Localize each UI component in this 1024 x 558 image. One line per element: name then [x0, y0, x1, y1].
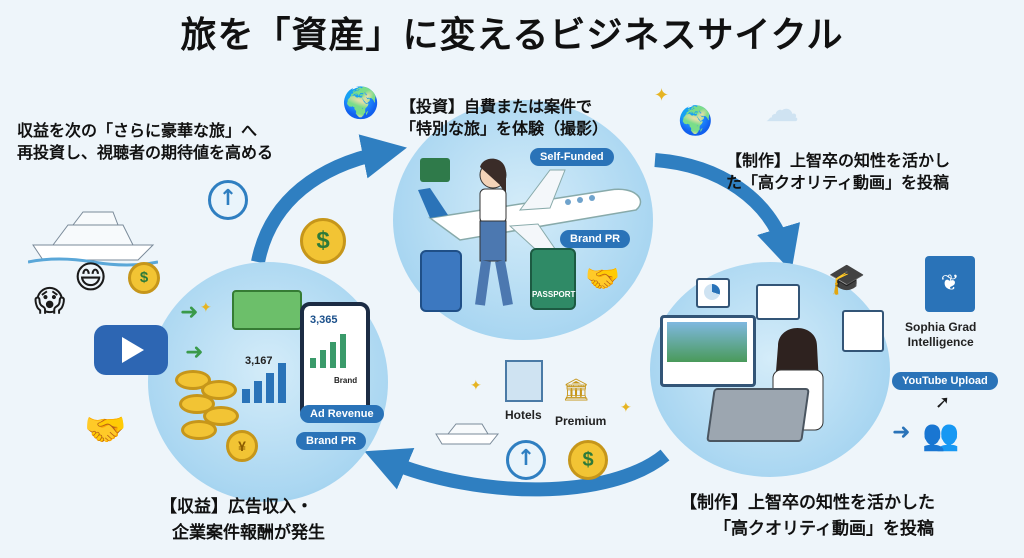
- passport-icon: [420, 158, 450, 182]
- globe-right-icon: 🌍: [678, 104, 713, 137]
- hotel-icon: [505, 360, 543, 402]
- globe-icon: 🌍: [342, 86, 380, 121]
- wow-emoji-icon: 😱: [34, 284, 66, 319]
- arrow-invest-to-produce: [654, 153, 800, 272]
- reinvest-line2: 再投資し、視聴者の期待値を高める: [17, 143, 274, 162]
- produce-bottom-line2: 「高クオリティ動画」を投稿: [714, 519, 934, 539]
- sparkle-icon: ✦: [654, 85, 670, 106]
- line-chart-icon: [756, 284, 800, 320]
- produce-caption-top: 【制作】上智卒の知性を活かし た「高クオリティ動画」を投稿: [726, 150, 950, 194]
- arrow-produce-to-revenue: [364, 448, 670, 497]
- yen-coin-icon: ¥: [226, 430, 258, 462]
- ad-revenue-badge: Ad Revenue: [300, 405, 384, 423]
- phone-icon: 3,365 Brand: [300, 302, 370, 420]
- yacht-icon: [28, 211, 158, 267]
- arrow-revenue-to-invest: [251, 134, 407, 264]
- dollar-coin-icon: $: [300, 218, 346, 264]
- coin-stack-icon: [175, 370, 239, 450]
- dollar-coin-bottom-icon: $: [568, 440, 608, 480]
- video-play-icon: [94, 325, 168, 375]
- invest-line1: 【投資】自費または案件で: [400, 97, 593, 116]
- small-coin-icon: $: [128, 262, 160, 294]
- cloud-icon: ☁: [765, 90, 799, 130]
- cash-icon: [232, 290, 302, 330]
- bar-chart-icon: [242, 363, 286, 403]
- traveler-icon: [475, 158, 513, 306]
- hotels-label: Hotels: [505, 408, 542, 422]
- sophia-label: Sophia Grad Intelligence: [905, 320, 977, 349]
- suitcase-icon: [420, 250, 462, 312]
- green-arrow-2-icon: ➜: [185, 340, 204, 365]
- revenue-line2: 企業案件報酬が発生: [172, 523, 325, 543]
- produce-top-line1: 【制作】上智卒の知性を活かし: [726, 151, 951, 170]
- audience-icon: 👥: [922, 418, 960, 453]
- phone-chart-icon: [310, 334, 346, 368]
- invest-caption: 【投資】自費または案件で 「特別な旅」を体験（撮影）: [400, 96, 608, 140]
- sparkle-bottom-2-icon: ✦: [620, 400, 632, 416]
- flowchart-icon: [842, 310, 884, 352]
- youtube-upload-badge: YouTube Upload: [892, 372, 998, 390]
- passport-label: PASSPORT: [532, 290, 576, 299]
- reinvest-line1: 収益を次の「さらに豪華な旅」へ: [17, 121, 258, 140]
- graduation-cap-icon: 🎓: [828, 262, 866, 297]
- premium-icon: 🏛: [562, 378, 590, 403]
- green-arrow-icon: ➜: [180, 300, 199, 325]
- handshake-left-icon: 🤝: [84, 410, 127, 450]
- video-editor-icon: [660, 315, 756, 387]
- produce-top-line2: た「高クオリティ動画」を投稿: [726, 173, 950, 192]
- revenue-line1: 【収益】広告収入・: [160, 497, 313, 517]
- reinvest-caption: 収益を次の「さらに豪華な旅」へ 再投資し、視聴者の期待値を高める: [17, 120, 273, 164]
- small-yacht-icon: [435, 423, 500, 445]
- passport-suitcase-icon: PASSPORT: [530, 248, 576, 310]
- sparkle-left-icon: ✦: [200, 300, 212, 316]
- brand-pr-top-badge: Brand PR: [560, 230, 631, 248]
- chart-value: 3,167: [245, 355, 273, 367]
- sparkle-bottom-icon: ✦: [470, 378, 482, 394]
- phone-brand-label: Brand: [334, 376, 358, 385]
- up-arrow-icon: ↑: [208, 180, 248, 220]
- premium-label: Premium: [555, 414, 607, 428]
- produce-bottom-line1: 【制作】上智卒の知性を活かした: [680, 493, 935, 513]
- grin-emoji-icon: 😄: [74, 258, 108, 296]
- revenue-caption: 【収益】広告収入・ 企業案件報酬が発生: [160, 494, 325, 546]
- produce-caption-bottom: 【制作】上智卒の知性を活かした 「高クオリティ動画」を投稿: [680, 490, 935, 542]
- cursor-icon: ➚: [935, 392, 951, 413]
- sophia-book-icon: ❦: [925, 256, 975, 312]
- phone-value: 3,365: [310, 314, 338, 326]
- pie-chart-icon: [696, 278, 730, 308]
- up-arrow-bottom-icon: ↑: [506, 440, 546, 480]
- laptop-icon: [706, 388, 810, 442]
- right-arrow-icon: ➜: [892, 420, 911, 445]
- page-title: 旅を「資産」に変えるビジネスサイクル: [180, 15, 844, 56]
- self-funded-badge: Self-Funded: [530, 148, 614, 166]
- invest-line2: 「特別な旅」を体験（撮影）: [400, 119, 609, 138]
- brand-pr-left-badge: Brand PR: [296, 432, 367, 450]
- handshake-top-icon: 🤝: [585, 262, 620, 295]
